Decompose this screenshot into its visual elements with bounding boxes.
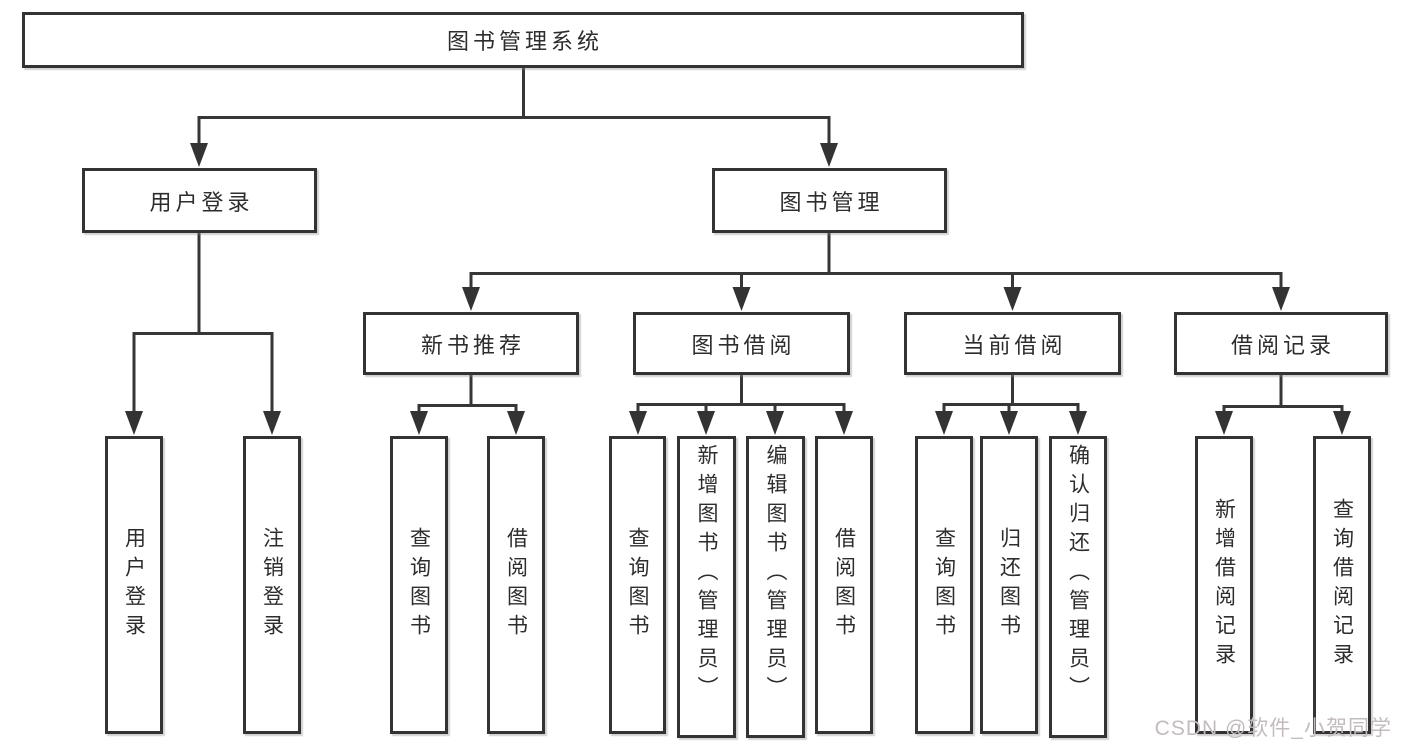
edge-new-book-rec (417, 375, 518, 413)
arrowhead-icons (125, 143, 1351, 435)
arrowhead-icon (462, 287, 480, 311)
leaf-label: 新增图书（管理员） (695, 444, 718, 705)
leaf-return-book: 归还图书 (980, 436, 1038, 734)
leaf-edit-book-admin: 编辑图书（管理员） (746, 436, 805, 738)
leaf-query-books-current: 查询图书 (915, 436, 973, 734)
leaf-label: 注销登录 (260, 527, 284, 643)
edge-root (197, 68, 831, 146)
arrowhead-icon (835, 411, 853, 435)
arrowhead-icon (820, 143, 838, 167)
watermark: CSDN @软件_小贺同学 (1154, 717, 1392, 740)
edge-current-borrow (942, 375, 1080, 413)
leaf-confirm-return-admin: 确认归还（管理员） (1049, 436, 1107, 738)
arrowhead-icon (1069, 411, 1087, 435)
arrowhead-icon (935, 411, 953, 435)
arrowhead-icon (697, 411, 715, 435)
arrowhead-icon (190, 143, 208, 167)
node-label: 用户登录 (149, 189, 254, 215)
arrowhead-icon (732, 287, 751, 311)
leaf-query-borrow-record: 查询借阅记录 (1313, 436, 1371, 734)
arrowhead-icon (629, 411, 647, 435)
node-system-root: 图书管理系统 (22, 12, 1024, 68)
leaf-label: 确认归还（管理员） (1066, 444, 1090, 705)
node-new-book-recommend: 新书推荐 (363, 312, 579, 375)
arrowhead-icon (410, 411, 428, 435)
node-user-login: 用户登录 (82, 168, 317, 233)
arrowhead-icon (1333, 411, 1351, 435)
leaf-logout: 注销登录 (243, 436, 301, 734)
leaf-label: 归还图书 (997, 527, 1021, 643)
leaf-label: 借阅图书 (504, 527, 528, 643)
edge-book-mgmt (469, 233, 1283, 289)
leaf-label: 查询图书 (932, 527, 956, 643)
leaf-label: 借阅图书 (832, 527, 856, 643)
arrowhead-icon (1272, 287, 1290, 311)
node-label: 图书管理 (779, 189, 884, 215)
arrowhead-icon (1215, 411, 1233, 435)
node-label: 图书借阅 (691, 332, 796, 358)
leaf-borrow-books-borrowing: 借阅图书 (815, 436, 873, 734)
arrowhead-icon (1000, 411, 1018, 435)
leaf-label: 用户登录 (122, 527, 146, 643)
leaf-label: 查询图书 (407, 527, 431, 643)
edge-book-borrow (636, 375, 846, 413)
node-label: 当前借阅 (962, 332, 1067, 358)
node-borrowing-records: 借阅记录 (1174, 312, 1388, 375)
leaf-query-books-borrowing: 查询图书 (609, 436, 666, 734)
arrowhead-icon (766, 411, 784, 435)
leaf-label: 查询图书 (626, 527, 649, 643)
leaf-add-borrow-record: 新增借阅记录 (1195, 436, 1253, 734)
edge-borrow-record (1222, 375, 1344, 413)
leaf-add-book-admin: 新增图书（管理员） (677, 436, 736, 738)
leaf-label: 编辑图书（管理员） (764, 444, 787, 705)
edge-user-login (132, 233, 274, 413)
leaf-label: 新增借阅记录 (1212, 498, 1236, 672)
arrowhead-icon (125, 411, 143, 435)
leaf-borrow-books-recommend: 借阅图书 (487, 436, 545, 734)
arrowhead-icon (507, 411, 525, 435)
leaf-query-books-recommend: 查询图书 (390, 436, 448, 734)
arrowhead-icon (1003, 287, 1022, 311)
leaf-label: 查询借阅记录 (1330, 498, 1354, 672)
node-label: 新书推荐 (420, 332, 525, 358)
node-label: 借阅记录 (1230, 332, 1335, 358)
leaf-user-login: 用户登录 (105, 436, 163, 734)
node-current-borrowing: 当前借阅 (904, 312, 1121, 375)
node-book-borrowing: 图书借阅 (633, 312, 850, 375)
node-book-management: 图书管理 (712, 168, 947, 233)
node-label: 图书管理系统 (446, 29, 603, 54)
arrowhead-icon (263, 411, 281, 435)
